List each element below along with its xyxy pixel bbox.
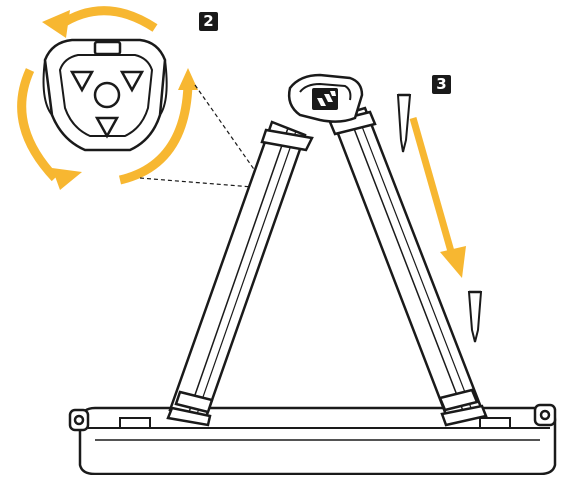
rotation-arrowheads [42, 10, 198, 190]
hub-detail [42, 38, 168, 152]
ground-stake-icon [396, 93, 412, 153]
brand-logo-icon [312, 88, 338, 110]
down-arrow-icon [409, 117, 466, 278]
step-3-badge: 3 [432, 75, 451, 94]
step-2-badge: 2 [199, 12, 218, 31]
ground-stake-lower [467, 290, 483, 343]
left-leg [166, 120, 314, 427]
rotation-arrows-icon [17, 6, 193, 185]
zoom-lines [139, 84, 266, 189]
